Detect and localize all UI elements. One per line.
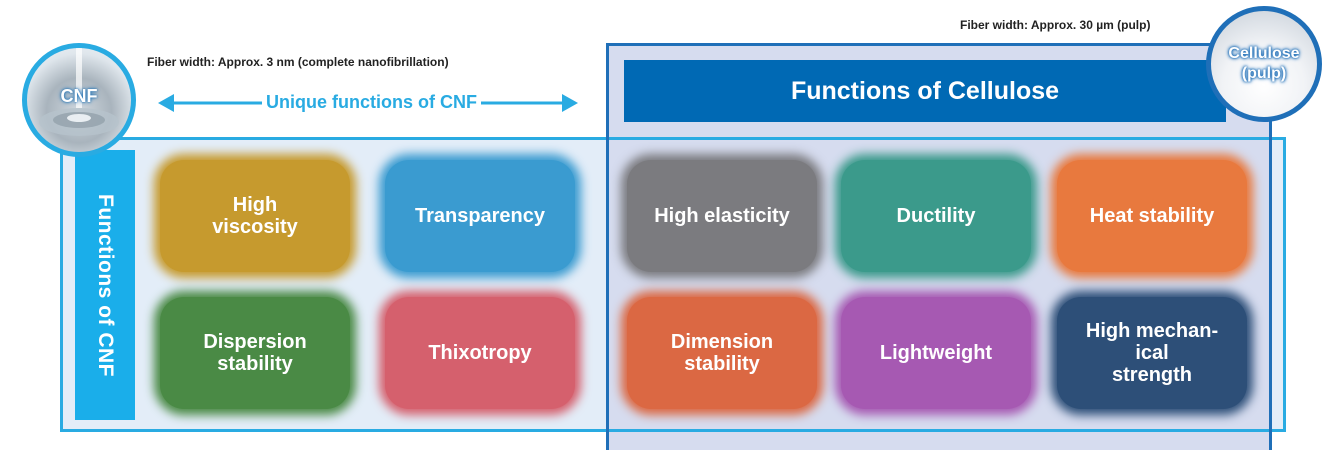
function-label: Heat stability: [1089, 205, 1215, 227]
function-tile-thixotropy: Thixotropy: [385, 297, 575, 409]
function-tile-lightweight: Lightweight: [841, 297, 1031, 409]
cellulose-circle-label-line2: (pulp): [1241, 65, 1287, 82]
cnf-fiber-width-note: Fiber width: Approx. 3 nm (complete nano…: [147, 55, 449, 69]
function-tile-high-elasticity: High elasticity: [627, 160, 817, 272]
cellulose-circle-label-line1: Cellulose: [1228, 45, 1300, 62]
cellulose-region-left-edge: [606, 43, 609, 450]
cnf-circle-label: CNF: [60, 86, 98, 106]
cnf-vertical-label: Functions of CNF: [94, 193, 117, 377]
function-tile-heat-stability: Heat stability: [1057, 160, 1247, 272]
cnf-liquid-icon: [39, 48, 119, 136]
function-label: Lightweight: [879, 342, 993, 364]
cellulose-circle-label: Cellulose (pulp): [1206, 44, 1322, 84]
cellulose-fiber-width-note: Fiber width: Approx. 30 µm (pulp): [960, 18, 1151, 32]
cnf-sample-image: [22, 43, 136, 157]
cnf-vertical-bar: [75, 150, 135, 420]
cellulose-region-right-edge: [1269, 43, 1272, 450]
function-label: Transparency: [414, 205, 546, 227]
unique-functions-label: Unique functions of CNF: [262, 92, 481, 113]
function-label: Thixotropy: [428, 342, 532, 364]
cellulose-pulp-image: [1206, 6, 1322, 122]
function-tile-transparency: Transparency: [385, 160, 575, 272]
function-label: High elasticity: [654, 205, 790, 227]
cellulose-header: Functions of Cellulose: [624, 60, 1226, 122]
function-tile-ductility: Ductility: [841, 160, 1031, 272]
function-label: Ductility: [896, 205, 976, 227]
